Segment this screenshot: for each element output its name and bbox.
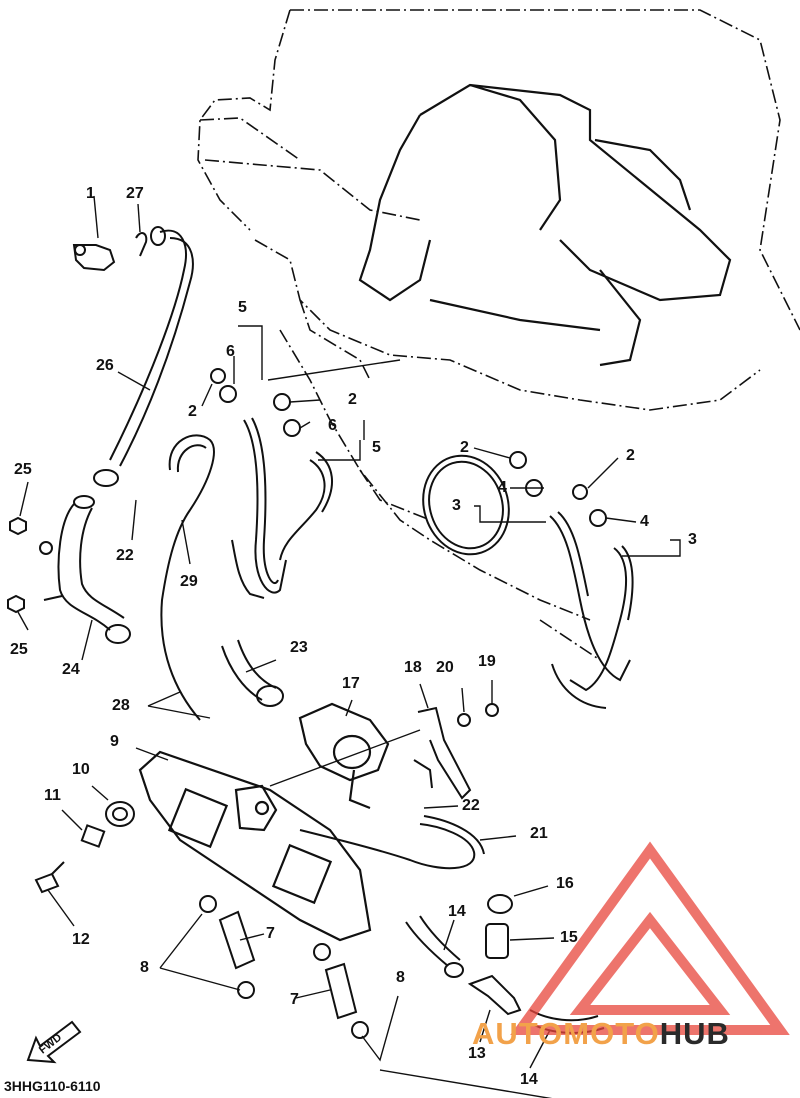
callout-24: 24 (62, 661, 80, 678)
callout-3-left: 3 (452, 497, 461, 514)
hose-24 (39, 495, 131, 644)
part-code: 3HHG110-6110 (4, 1078, 101, 1094)
hose-7-right (324, 962, 358, 1020)
callout-8-left: 8 (140, 959, 149, 976)
callout-5-left: 5 (238, 299, 247, 316)
callout-5-mid: 5 (372, 439, 381, 456)
pipe-3-pair (549, 511, 634, 709)
callout-4-left: 4 (498, 479, 507, 496)
callout-1: 1 (86, 185, 95, 202)
forward-arrow-icon (26, 1020, 82, 1064)
air-box-cover (358, 83, 732, 367)
callout-16: 16 (556, 875, 574, 892)
callout-21: 21 (530, 825, 548, 842)
callout-14-upper: 14 (448, 903, 466, 920)
watermark-text-moto: MOTO (563, 1016, 660, 1051)
callout-23: 23 (290, 639, 308, 656)
callout-8-right: 8 (396, 969, 405, 986)
callout-18: 18 (404, 659, 422, 676)
joint-13 (467, 974, 522, 1016)
bolt-25-lower (7, 594, 25, 614)
callout-10: 10 (72, 761, 90, 778)
clamp-16 (487, 894, 513, 914)
callout-11: 11 (44, 787, 61, 804)
callout-14-lower: 14 (520, 1071, 538, 1088)
callout-13: 13 (468, 1045, 486, 1062)
hose-21 (299, 815, 485, 870)
washer-20 (457, 713, 471, 727)
callout-3-right: 3 (688, 531, 697, 548)
callout-20: 20 (436, 659, 454, 676)
hose-15 (485, 923, 509, 959)
clamp-8 (199, 895, 369, 1039)
bolt-12 (34, 861, 65, 894)
callout-25-lower: 25 (10, 641, 28, 658)
bolt-11 (80, 824, 106, 848)
callout-22-left: 22 (116, 547, 134, 564)
callout-4-right: 4 (640, 513, 649, 530)
bracket-18 (413, 706, 472, 800)
hose-14-upper (405, 915, 464, 978)
watermark-logo: AUTOMOTOHUB (472, 1016, 730, 1052)
hose-29 (160, 434, 215, 721)
elbow-fitting-1 (72, 232, 148, 272)
watermark-triangle (510, 841, 790, 1035)
callout-7-right: 7 (290, 991, 299, 1008)
cap-2 (210, 368, 588, 500)
callout-9: 9 (110, 733, 119, 750)
reed-valve-assembly-9 (138, 750, 372, 942)
engine-outline (197, 9, 800, 661)
pipe-5-pair (231, 417, 334, 599)
callout-25-upper: 25 (14, 461, 32, 478)
callout-2-mid: 2 (348, 391, 357, 408)
screw-19 (485, 703, 499, 717)
callout-2-left: 2 (188, 403, 197, 420)
callout-15: 15 (560, 929, 578, 946)
callout-29: 29 (180, 573, 198, 590)
hose-26 (93, 226, 194, 487)
callout-2-right: 2 (460, 439, 469, 456)
clamp-4 (525, 479, 607, 527)
callout-2-far: 2 (626, 447, 635, 464)
hose-23 (221, 639, 284, 707)
air-cut-valve-17 (298, 702, 390, 810)
grommet-10 (105, 801, 135, 827)
o-ring-loop (422, 454, 510, 556)
callout-7-left: 7 (266, 925, 275, 942)
bolt-25-upper (9, 516, 27, 536)
watermark-text-auto: AUTO (472, 1016, 564, 1051)
callout-22-right: 22 (462, 797, 480, 814)
hose-7-left (218, 910, 256, 970)
callout-26: 26 (96, 357, 114, 374)
callout-6-left: 6 (226, 343, 235, 360)
callout-6-mid: 6 (328, 417, 337, 434)
callout-27: 27 (126, 185, 144, 202)
watermark-text-hub: HUB (659, 1016, 730, 1051)
callout-19: 19 (478, 653, 496, 670)
leader-lines (17, 195, 681, 1098)
callout-28: 28 (112, 697, 130, 714)
callout-17: 17 (342, 675, 360, 692)
callout-12: 12 (72, 931, 90, 948)
clamp-6 (219, 385, 301, 437)
